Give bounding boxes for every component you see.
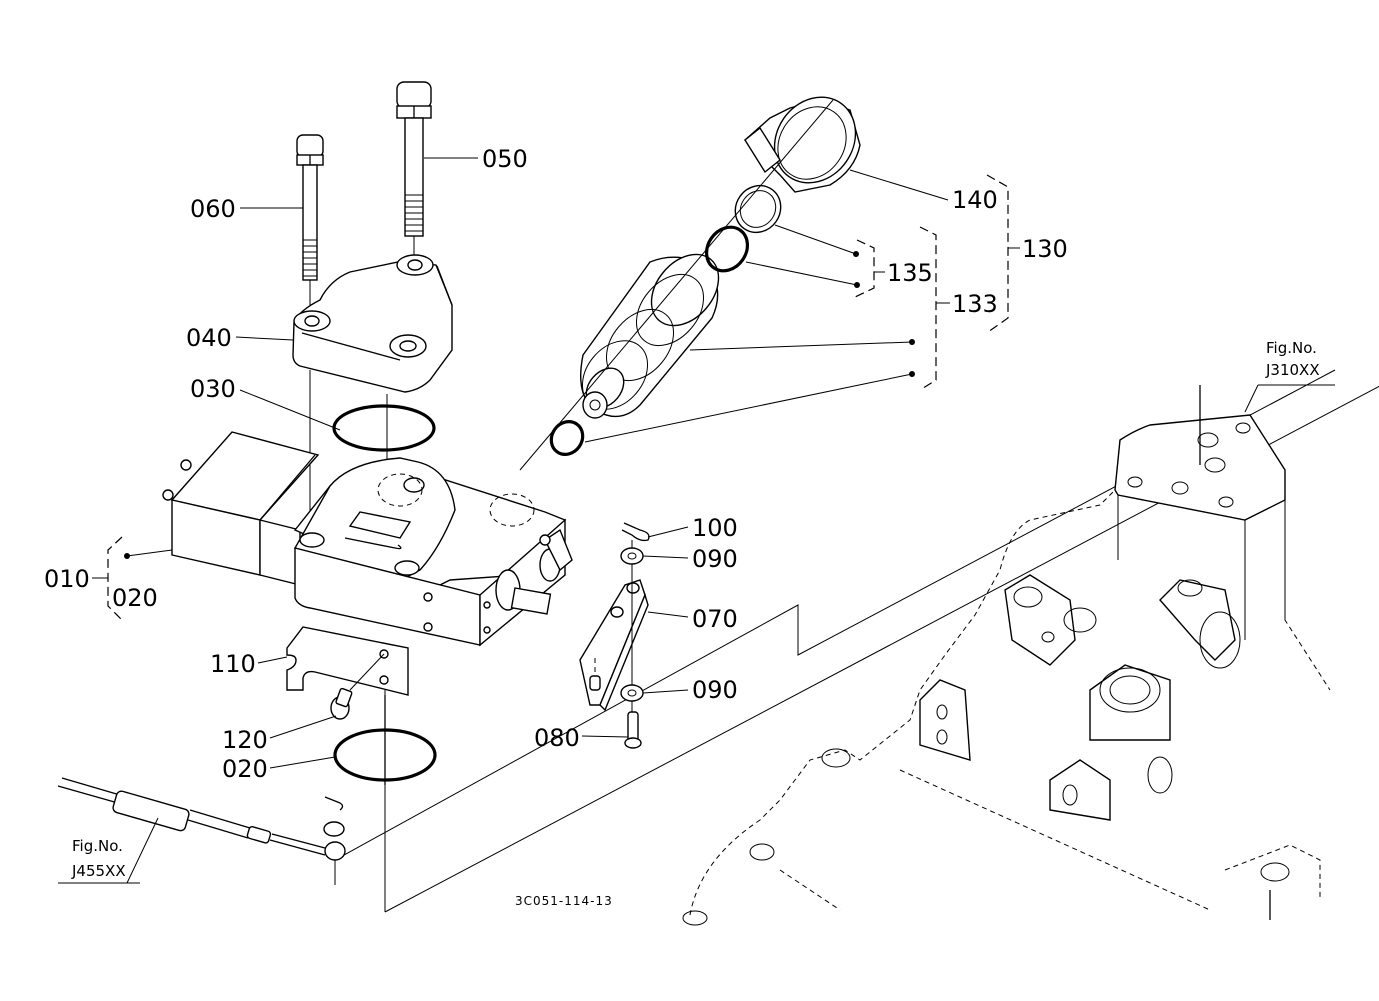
callout-140[interactable]: 140 — [952, 186, 998, 214]
leader-lines — [126, 157, 1259, 884]
fig-ref-label: Fig.No. — [1266, 339, 1317, 357]
part-090-washer-a[interactable] — [620, 547, 644, 565]
callout-010[interactable]: 010 — [44, 565, 90, 593]
part-080-pin[interactable] — [624, 711, 642, 749]
callout-050[interactable]: 050 — [482, 145, 528, 173]
part-140-lock-nut[interactable] — [743, 81, 872, 198]
callout-100[interactable]: 100 — [692, 514, 738, 542]
callout-120[interactable]: 120 — [222, 726, 268, 754]
part-135-backup-ring[interactable] — [726, 177, 790, 242]
callout-133[interactable]: 133 — [952, 290, 998, 318]
cartridge-axis-line — [519, 99, 834, 471]
control-cable[interactable] — [57, 777, 346, 861]
fig-ref-label: Fig.No. — [72, 837, 123, 855]
fig-ref-number: J455XX — [71, 862, 126, 880]
part-070-bracket[interactable] — [579, 579, 649, 712]
part-100-cotter-pin[interactable] — [621, 522, 650, 542]
part-040-cover[interactable] — [292, 254, 453, 540]
callout-040[interactable]: 040 — [186, 324, 232, 352]
group-brackets — [92, 174, 1020, 621]
part-110-bracket[interactable] — [286, 626, 409, 696]
callout-030[interactable]: 030 — [190, 375, 236, 403]
callout-080[interactable]: 080 — [534, 724, 580, 752]
callout-135[interactable]: 135 — [887, 259, 933, 287]
leader-dots — [124, 251, 915, 559]
fig-ref-number: J310XX — [1265, 361, 1320, 379]
part-050-bolt[interactable] — [396, 81, 432, 265]
callout-020[interactable]: 020 — [222, 755, 268, 783]
drawing-code: 3C051-114-13 — [515, 894, 613, 908]
callout-020-group[interactable]: 020 — [112, 584, 158, 612]
fig-ref-j310xx[interactable]: Fig.No. J310XX — [1258, 339, 1335, 386]
part-060-bolt[interactable] — [296, 134, 324, 318]
hydraulic-housing-assembly — [682, 385, 1331, 926]
part-o-ring-small[interactable] — [545, 415, 589, 460]
callout-110[interactable]: 110 — [210, 650, 256, 678]
part-030-o-ring[interactable] — [332, 404, 436, 452]
part-133-cartridge[interactable] — [569, 241, 732, 422]
part-010-valve-body[interactable] — [162, 431, 573, 647]
callout-060[interactable]: 060 — [190, 195, 236, 223]
part-135-o-ring-a[interactable] — [698, 219, 756, 278]
part-120-plug[interactable] — [330, 653, 385, 720]
part-090-washer-b[interactable] — [620, 684, 644, 702]
callout-090-bottom[interactable]: 090 — [692, 676, 738, 704]
callout-130[interactable]: 130 — [1022, 235, 1068, 263]
callout-090-top[interactable]: 090 — [692, 545, 738, 573]
fig-ref-j455xx[interactable]: Fig.No. J455XX — [58, 837, 140, 884]
callout-070[interactable]: 070 — [692, 605, 738, 633]
